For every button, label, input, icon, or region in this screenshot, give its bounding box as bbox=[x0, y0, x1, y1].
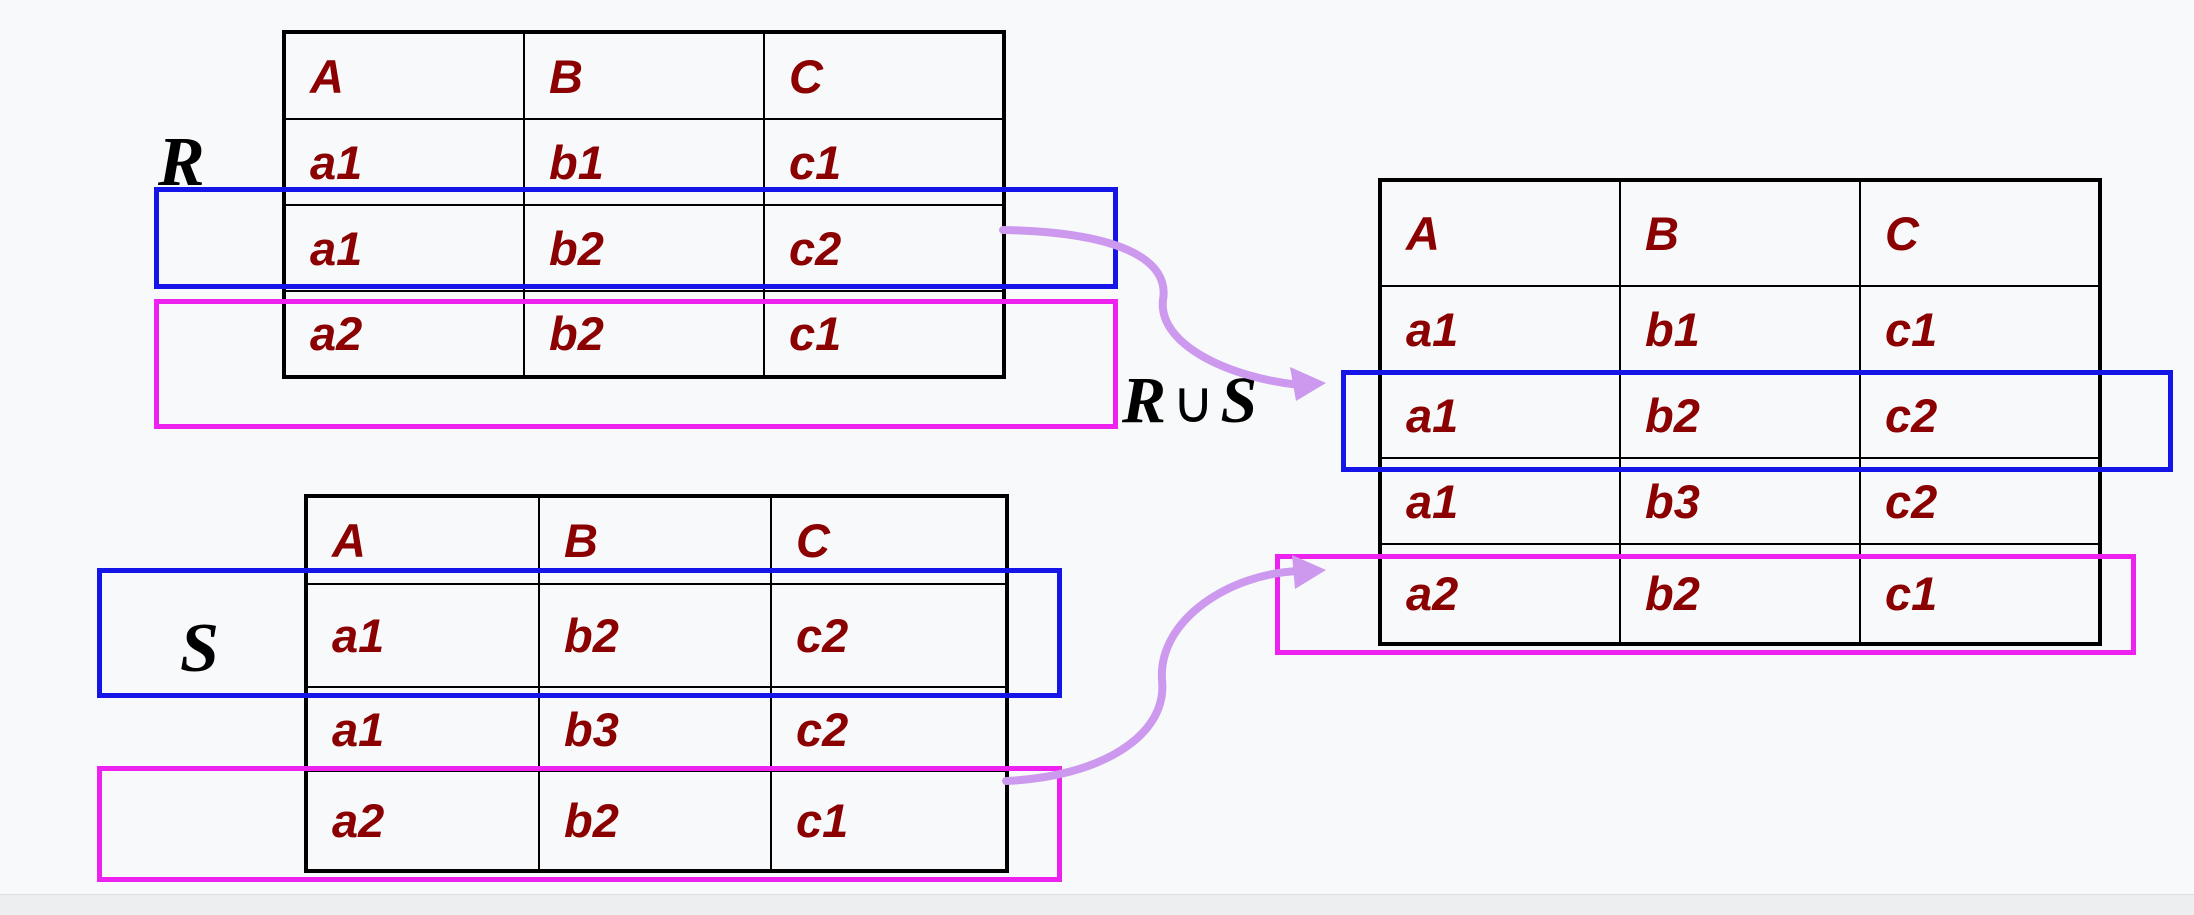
union-label: R∪S bbox=[1122, 368, 1257, 434]
r-row-a1-b2-c2-highlight bbox=[154, 187, 1118, 289]
table-cell: a1 bbox=[305, 686, 540, 772]
table-row: a2 b2 c1 bbox=[1379, 543, 2101, 645]
table-row: a2 b2 c1 bbox=[305, 770, 1008, 872]
table-cell: b3 bbox=[538, 686, 772, 772]
table-cell: c1 bbox=[1859, 543, 2101, 645]
arrow-r-to-union-head bbox=[1290, 367, 1326, 401]
header-cell: A bbox=[283, 31, 525, 120]
table-cell: c2 bbox=[770, 583, 1008, 688]
table-cell: a1 bbox=[305, 583, 540, 688]
table-cell: a1 bbox=[1379, 371, 1621, 459]
table-row: a1 b2 c2 bbox=[1379, 371, 2101, 459]
s-row-a1-b2-c2-highlight bbox=[97, 568, 1062, 698]
header-cell: A bbox=[1379, 179, 1621, 287]
arrow-s-to-union-head bbox=[1292, 555, 1326, 589]
table-cell: c2 bbox=[763, 204, 1005, 292]
union-left-operand: R bbox=[1122, 364, 1167, 437]
header-cell: C bbox=[1859, 179, 2101, 287]
relation-s-label: S bbox=[180, 610, 219, 687]
table-cell: b2 bbox=[523, 204, 765, 292]
table-cell: b2 bbox=[1619, 543, 1861, 645]
table-cell: a1 bbox=[1379, 285, 1621, 373]
table-cell: a2 bbox=[283, 290, 525, 378]
union-row-a1-b2-c2-highlight bbox=[1341, 370, 2173, 472]
arrow-s-to-union-curve bbox=[1002, 567, 1304, 785]
table-row: a1 b3 c2 bbox=[305, 686, 1008, 772]
table-row: a1 b2 c2 bbox=[305, 583, 1008, 688]
union-row-a2-b2-c1-highlight bbox=[1275, 554, 2136, 655]
table-header-row: A B C bbox=[1379, 179, 2101, 287]
arrow-r-to-union-curve bbox=[999, 226, 1304, 389]
table-cell: a1 bbox=[283, 204, 525, 292]
table-row: a1 b2 c2 bbox=[283, 204, 1005, 292]
table-cell: c2 bbox=[770, 686, 1008, 772]
s-row-a2-b2-c1-highlight bbox=[97, 766, 1062, 882]
table-cell: b2 bbox=[538, 583, 772, 688]
table-cell: c1 bbox=[770, 770, 1008, 872]
table-cell: b2 bbox=[538, 770, 772, 872]
relation-r-label: R bbox=[158, 124, 205, 201]
union-symbol: ∪ bbox=[1172, 370, 1215, 435]
header-cell: B bbox=[1619, 179, 1861, 287]
table-row: a2 b2 c1 bbox=[283, 290, 1005, 378]
relation-s-table: A B C a1 b2 c2 a1 b3 c2 a2 b2 c1 bbox=[304, 494, 1009, 873]
union-result-table: A B C a1 b1 c1 a1 b2 c2 a1 b3 c2 a2 b2 c… bbox=[1378, 178, 2102, 646]
header-cell: B bbox=[523, 31, 765, 120]
header-cell: C bbox=[763, 31, 1005, 120]
table-cell: a2 bbox=[305, 770, 540, 872]
table-header-row: A B C bbox=[283, 31, 1005, 120]
table-cell: b2 bbox=[523, 290, 765, 378]
table-cell: c1 bbox=[763, 290, 1005, 378]
table-cell: a2 bbox=[1379, 543, 1621, 645]
bottom-bar bbox=[0, 894, 2194, 915]
r-row-a2-b2-c1-highlight bbox=[154, 299, 1118, 429]
table-row: a1 b1 c1 bbox=[1379, 285, 2101, 373]
table-cell: b2 bbox=[1619, 371, 1861, 459]
